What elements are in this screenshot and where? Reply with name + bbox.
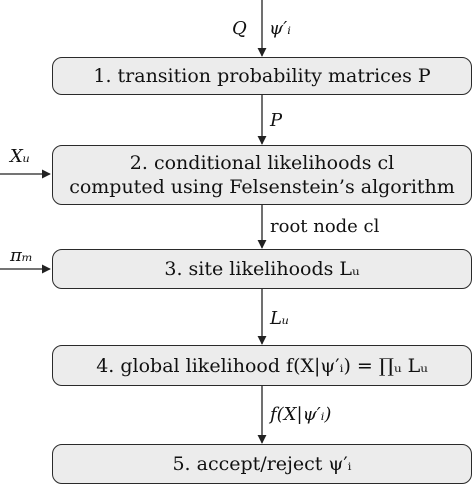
- step-4-text: 4. global likelihood f(X|ψ′ᵢ) = ∏ᵤ Lᵤ: [96, 354, 428, 377]
- step-2-text-line2: computed using Felsenstein’s algorithm: [69, 176, 455, 198]
- step-1-transition-matrices: 1. transition probability matrices P: [52, 57, 472, 95]
- step-3-text: 3. site likelihoods Lᵤ: [164, 258, 360, 280]
- step-2-text-line1: 2. conditional likelihoods cl: [129, 152, 395, 174]
- label-edge-root-node: root node cl: [270, 216, 380, 237]
- label-edge-lu: Lᵤ: [270, 308, 290, 329]
- step-1-text: 1. transition probability matrices P: [93, 65, 431, 87]
- label-psi-prime: ψ′ᵢ: [269, 18, 291, 39]
- step-3-site-likelihoods: 3. site likelihoods Lᵤ: [52, 249, 472, 289]
- step-5-accept-reject: 5. accept/reject ψ′ᵢ: [52, 444, 472, 484]
- label-q: Q: [232, 18, 247, 39]
- label-xu: Xᵤ: [10, 146, 30, 167]
- step-2-conditional-likelihoods: 2. conditional likelihoods cl computed u…: [52, 145, 472, 205]
- label-edge-p: P: [270, 110, 283, 131]
- step-5-text: 5. accept/reject ψ′ᵢ: [172, 453, 352, 475]
- step-4-global-likelihood: 4. global likelihood f(X|ψ′ᵢ) = ∏ᵤ Lᵤ: [52, 345, 472, 386]
- label-edge-fx: f(X|ψ′ᵢ): [270, 404, 332, 425]
- label-pim: πₘ: [10, 245, 33, 266]
